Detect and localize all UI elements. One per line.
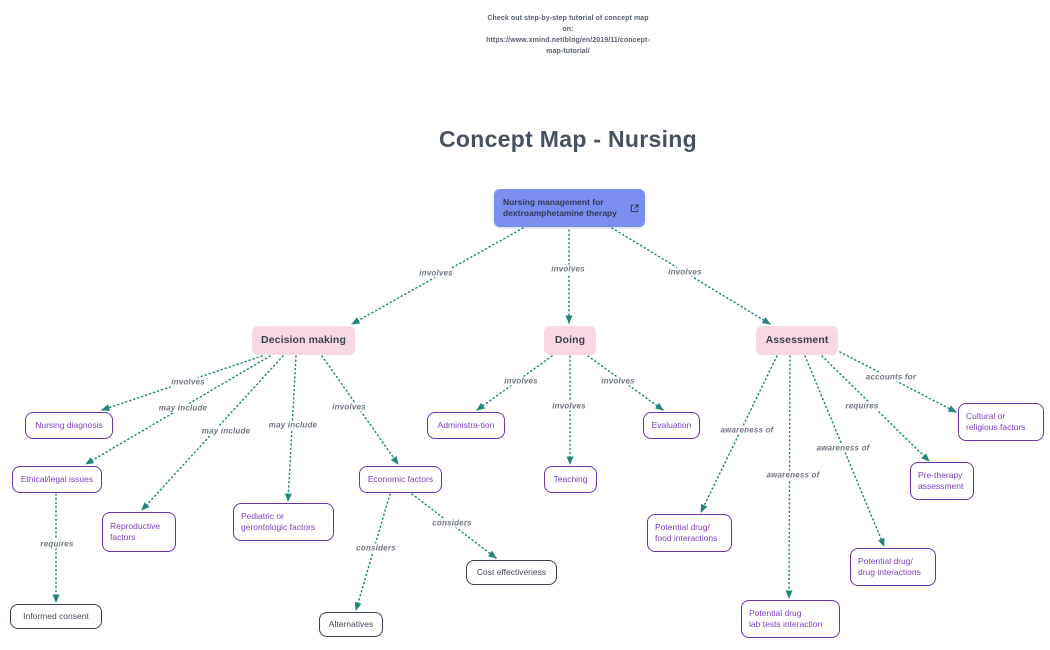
- administration-label: Administra-tion: [437, 419, 495, 430]
- edge-label-decision-making-to-ethical-legal-issues: may include: [156, 403, 210, 413]
- edge-assessment-to-potential-drug-lab-tests-interaction: [785, 355, 793, 599]
- ethical-legal-issues-label: Ethical/legal issues: [20, 473, 94, 484]
- edge-assessment-to-potential-drug-food-interactions: [700, 355, 778, 513]
- economic-factors-label: Economic factors: [367, 473, 434, 484]
- edge-label-economic-factors-to-alternatives: considers: [354, 543, 398, 553]
- edge-label-doing-to-administration: involves: [502, 376, 540, 386]
- nursing-diagnosis-label: Nursing diagnosis: [35, 419, 103, 430]
- edge-assessment-to-potential-drug-drug-interactions: [804, 355, 885, 547]
- alternatives-node[interactable]: Alternatives: [319, 612, 383, 637]
- edge-label-ethical-legal-issues-to-informed-consent: requires: [38, 539, 76, 549]
- alternatives-label: Alternatives: [328, 618, 374, 629]
- edge-assessment-to-cultural-religious-factors: [839, 351, 957, 413]
- edge-label-economic-factors-to-cost-effectiveness: considers: [430, 518, 474, 528]
- economic-factors-node[interactable]: Economic factors: [359, 466, 442, 493]
- cultural-religious-factors-node[interactable]: Cultural or religious factors: [958, 403, 1044, 441]
- potential-drug-lab-tests-interaction-node[interactable]: Potential drug lab tests interaction: [741, 600, 840, 638]
- potential-drug-food-interactions-label: Potential drug/ food interactions: [655, 521, 718, 543]
- potential-drug-food-interactions-node[interactable]: Potential drug/ food interactions: [647, 514, 732, 552]
- edge-decision-making-to-economic-factors: [321, 355, 399, 465]
- pre-therapy-assessment-label: Pre-therapy assessment: [918, 469, 964, 491]
- edge-label-doing-to-evaluation: involves: [599, 376, 637, 386]
- teaching-node[interactable]: Teaching: [544, 466, 597, 493]
- decision-making-node[interactable]: Decision making: [252, 326, 355, 355]
- pediatric-gerontologic-factors-node[interactable]: Pediatric or gerontologic factors: [233, 503, 334, 541]
- tutorial-note: Check out step-by-step tutorial of conce…: [486, 15, 650, 55]
- informed-consent-label: Informed consent: [23, 610, 89, 621]
- decision-making-label: Decision making: [261, 333, 346, 346]
- informed-consent-node[interactable]: Informed consent: [10, 604, 102, 629]
- nursing-management-root-label: Nursing management for dextroamphetamine…: [503, 196, 617, 218]
- doing-label: Doing: [554, 333, 586, 346]
- edge-label-decision-making-to-economic-factors: involves: [330, 402, 368, 412]
- potential-drug-drug-interactions-label: Potential drug/ drug interactions: [858, 555, 921, 577]
- evaluation-label: Evaluation: [651, 419, 692, 430]
- potential-drug-drug-interactions-node[interactable]: Potential drug/ drug interactions: [850, 548, 936, 586]
- edge-economic-factors-to-cost-effectiveness: [411, 493, 497, 559]
- pre-therapy-assessment-node[interactable]: Pre-therapy assessment: [910, 462, 974, 500]
- cost-effectiveness-node[interactable]: Cost effectiveness: [466, 560, 557, 585]
- nursing-diagnosis-node[interactable]: Nursing diagnosis: [25, 412, 113, 439]
- evaluation-node[interactable]: Evaluation: [643, 412, 700, 439]
- pediatric-gerontologic-factors-label: Pediatric or gerontologic factors: [241, 510, 316, 532]
- reproductive-factors-node[interactable]: Reproductive factors: [102, 512, 176, 552]
- edge-label-assessment-to-pre-therapy-assessment: requires: [843, 401, 881, 411]
- cost-effectiveness-label: Cost effectiveness: [476, 566, 547, 577]
- edge-label-assessment-to-potential-drug-lab-tests-interaction: awareness of: [764, 470, 822, 480]
- page-title: Concept Map - Nursing: [438, 126, 698, 152]
- edge-label-decision-making-to-pediatric-gerontologic-factors: may include: [266, 420, 320, 430]
- potential-drug-lab-tests-interaction-label: Potential drug lab tests interaction: [749, 607, 823, 629]
- assessment-node[interactable]: Assessment: [756, 326, 838, 355]
- edge-label-nursing-management-root-to-assessment: involves: [666, 267, 704, 277]
- ethical-legal-issues-node[interactable]: Ethical/legal issues: [12, 466, 102, 493]
- edge-label-nursing-management-root-to-doing: involves: [549, 264, 587, 274]
- doing-node[interactable]: Doing: [544, 326, 596, 355]
- edge-label-nursing-management-root-to-decision-making: involves: [417, 268, 455, 278]
- external-link-icon[interactable]: [630, 203, 639, 213]
- nursing-management-root-node[interactable]: Nursing management for dextroamphetamine…: [494, 189, 645, 227]
- edge-label-decision-making-to-reproductive-factors: may include: [199, 426, 253, 436]
- administration-node[interactable]: Administra-tion: [427, 412, 505, 439]
- edge-label-doing-to-teaching: involves: [550, 401, 588, 411]
- edge-label-decision-making-to-nursing-diagnosis: involves: [169, 377, 207, 387]
- edge-label-assessment-to-potential-drug-food-interactions: awareness of: [718, 425, 776, 435]
- teaching-label: Teaching: [553, 473, 588, 484]
- cultural-religious-factors-label: Cultural or religious factors: [966, 410, 1026, 432]
- edge-label-assessment-to-cultural-religious-factors: accounts for: [863, 372, 919, 382]
- reproductive-factors-label: Reproductive factors: [110, 520, 161, 542]
- edge-label-assessment-to-potential-drug-drug-interactions: awareness of: [814, 443, 872, 453]
- assessment-label: Assessment: [765, 333, 829, 346]
